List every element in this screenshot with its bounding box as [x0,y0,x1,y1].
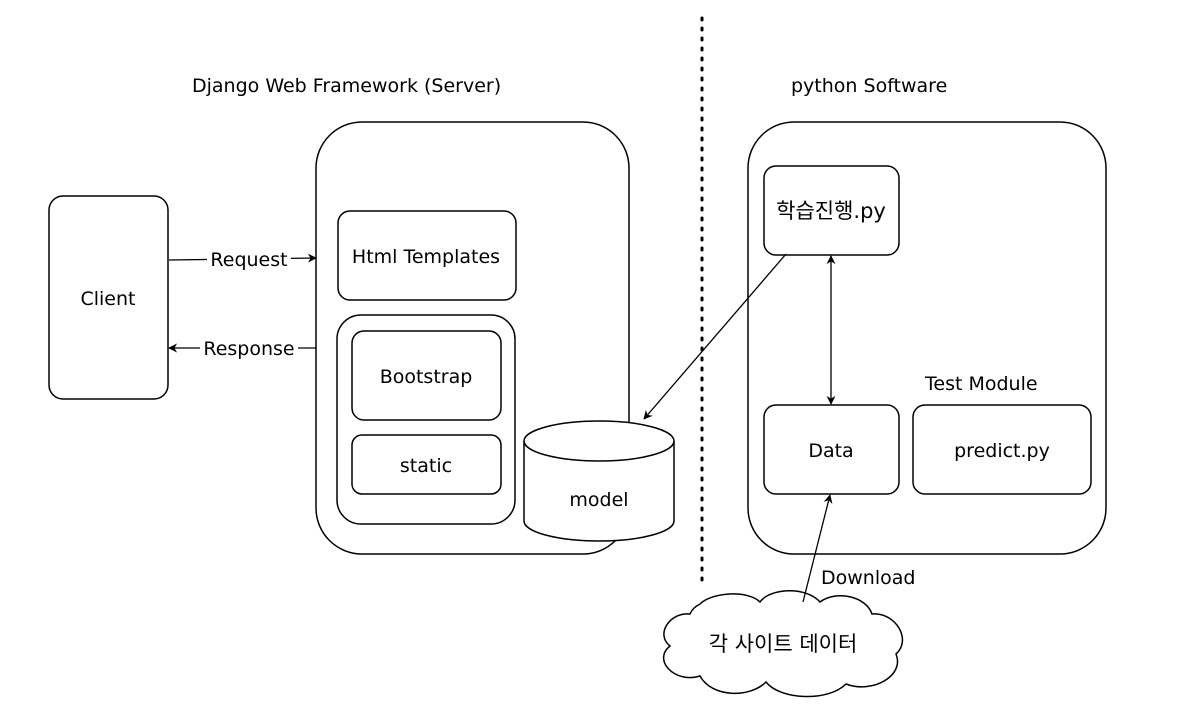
training-script-node [763,165,900,256]
data-node [763,404,900,495]
predict-node [912,404,1092,495]
request-label: Request [210,249,287,271]
request-label-bg [207,247,291,271]
response-label: Response [203,338,294,360]
predict-label: predict.py [954,440,1050,462]
site-data-cloud [663,590,903,698]
site-data-label: 각 사이트 데이터 [709,632,858,656]
static-node [351,434,502,495]
static-label: static [400,455,452,477]
test-module-title: Test Module [924,373,1038,395]
data-label: Data [808,440,853,462]
software-group-title: python Software [791,75,947,97]
html-templates-label: Html Templates [352,246,500,268]
response-label-bg [200,336,298,360]
bootstrap-label: Bootstrap [380,366,473,388]
download-label: Download [821,567,915,589]
client-node [48,195,169,400]
download-arrow [802,494,833,603]
client-label: Client [80,288,135,310]
model-label: model [569,489,628,511]
server-group-title: Django Web Framework (Server) [192,75,501,97]
bootstrap-node [351,330,502,421]
training-script-label: 학습진행.py [776,199,886,223]
html-templates-node [337,210,517,301]
training-to-model-arrow [643,253,787,420]
model-database-node [523,420,675,542]
